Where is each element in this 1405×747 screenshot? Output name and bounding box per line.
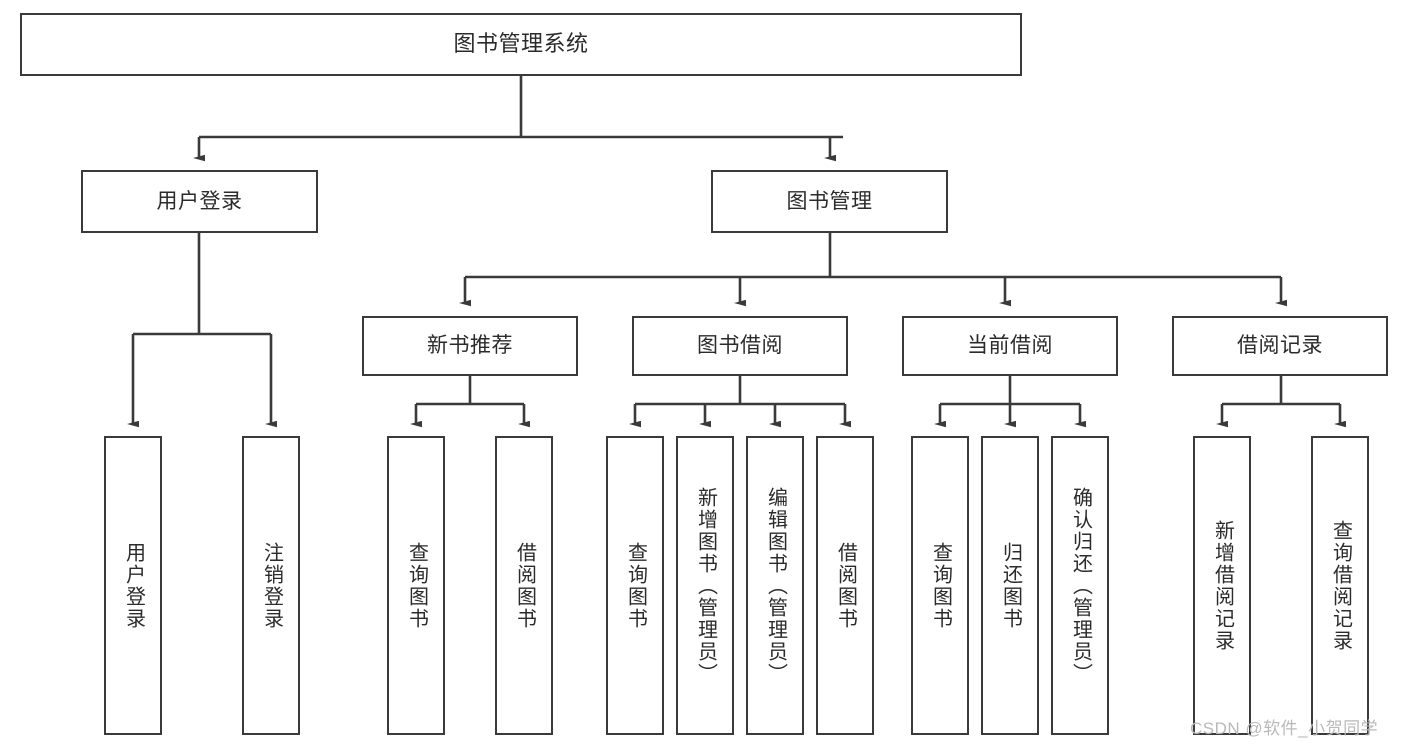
node-label: 确认归还（管理员） bbox=[1069, 486, 1092, 685]
node-label: 编辑图书（管理员） bbox=[764, 486, 787, 685]
node-label: 图书借阅 bbox=[697, 334, 783, 358]
node-label: 借阅记录 bbox=[1237, 334, 1323, 358]
leaf-user-logout[interactable]: 注销登录 bbox=[242, 436, 300, 735]
leaf-edit-book-admin[interactable]: 编辑图书（管理员） bbox=[746, 436, 804, 735]
node-current-borrow[interactable]: 当前借阅 bbox=[902, 316, 1118, 376]
node-label: 查询借阅记录 bbox=[1329, 519, 1352, 652]
node-label: 新增借阅记录 bbox=[1211, 519, 1234, 652]
node-new-book-recommendation[interactable]: 新书推荐 bbox=[362, 316, 578, 376]
node-label: 注销登录 bbox=[260, 541, 283, 630]
leaf-confirm-return-admin[interactable]: 确认归还（管理员） bbox=[1051, 436, 1109, 735]
node-label: 查询图书 bbox=[624, 541, 647, 630]
node-label: 借阅图书 bbox=[513, 541, 536, 630]
node-label: 图书管理 bbox=[786, 189, 873, 213]
leaf-query-book-current-borrow[interactable]: 查询图书 bbox=[911, 436, 969, 735]
leaf-borrow-book-new-book-rec[interactable]: 借阅图书 bbox=[495, 436, 553, 735]
node-label: 用户登录 bbox=[122, 541, 145, 630]
node-label: 归还图书 bbox=[999, 541, 1022, 630]
leaf-add-book-admin[interactable]: 新增图书（管理员） bbox=[676, 436, 734, 735]
leaf-query-book-book-borrow[interactable]: 查询图书 bbox=[606, 436, 664, 735]
node-label: 新书推荐 bbox=[427, 334, 513, 358]
node-label: 查询图书 bbox=[929, 541, 952, 630]
node-label: 用户登录 bbox=[156, 189, 243, 213]
node-user-login[interactable]: 用户登录 bbox=[81, 170, 318, 233]
csdn-watermark: CSDN @软件_小贺同学 bbox=[1190, 719, 1379, 738]
node-borrow-record[interactable]: 借阅记录 bbox=[1172, 316, 1388, 376]
leaf-borrow-book-book-borrow[interactable]: 借阅图书 bbox=[816, 436, 874, 735]
leaf-user-login[interactable]: 用户登录 bbox=[104, 436, 162, 735]
leaf-return-book[interactable]: 归还图书 bbox=[981, 436, 1039, 735]
leaf-query-borrow-record[interactable]: 查询借阅记录 bbox=[1311, 436, 1369, 735]
node-label: 新增图书（管理员） bbox=[694, 486, 717, 685]
leaf-query-book-new-book-rec[interactable]: 查询图书 bbox=[387, 436, 445, 735]
node-book-management[interactable]: 图书管理 bbox=[711, 170, 948, 233]
node-label: 当前借阅 bbox=[967, 334, 1053, 358]
node-label: 图书管理系统 bbox=[453, 31, 589, 57]
leaf-add-borrow-record[interactable]: 新增借阅记录 bbox=[1193, 436, 1251, 735]
node-book-borrow[interactable]: 图书借阅 bbox=[632, 316, 848, 376]
node-label: 借阅图书 bbox=[834, 541, 857, 630]
node-label: 查询图书 bbox=[405, 541, 428, 630]
node-root-book-management-system[interactable]: 图书管理系统 bbox=[20, 13, 1022, 76]
